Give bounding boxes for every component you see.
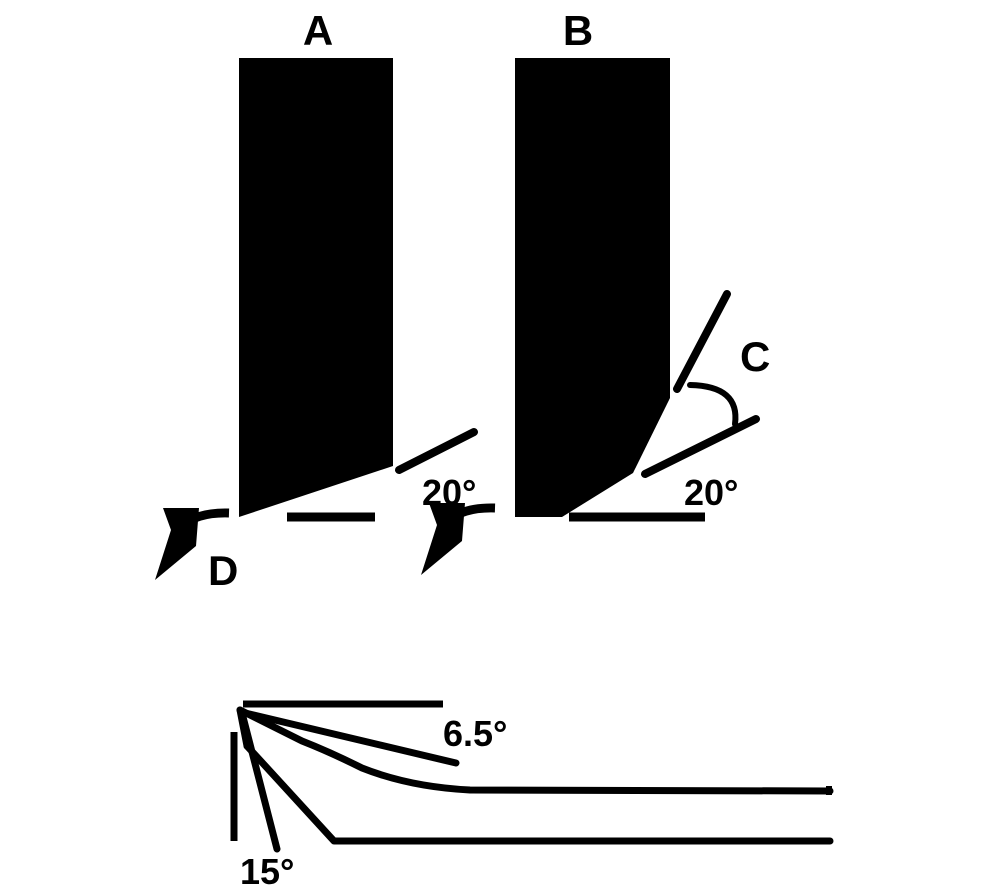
angle-label-b: 20° — [684, 472, 738, 513]
callout-c-leader-line — [673, 290, 731, 393]
callout-c-label: C — [740, 333, 770, 380]
callout-arrow-angle-a-group — [421, 503, 496, 575]
callout-arrow-d-group — [155, 508, 230, 580]
angle-line-a — [395, 428, 478, 474]
part-a-group — [239, 58, 478, 522]
part-b-label: B — [563, 7, 593, 54]
part-b-group — [515, 58, 760, 522]
angle-line-b — [641, 415, 760, 478]
profile-leader-6p5 — [237, 708, 460, 767]
bottom-profile-group — [230, 700, 834, 853]
angle-label-taper: 6.5° — [443, 713, 507, 754]
profile-leader-15 — [238, 709, 281, 853]
angle-arc-c — [687, 382, 739, 427]
angle-label-a: 20° — [422, 472, 476, 513]
profile-upper-endpoint-tick — [826, 786, 832, 795]
callout-arrow-angle-a-head — [421, 503, 465, 575]
blade-b-shape — [515, 58, 670, 517]
angle-label-point: 15° — [240, 851, 294, 892]
profile-upper-curve — [236, 706, 834, 795]
blade-a-shape — [239, 58, 393, 517]
part-a-label: A — [303, 7, 333, 54]
callout-arrow-d-head — [155, 508, 199, 580]
callout-d-label: D — [208, 547, 238, 594]
profile-lower-line — [243, 742, 834, 845]
